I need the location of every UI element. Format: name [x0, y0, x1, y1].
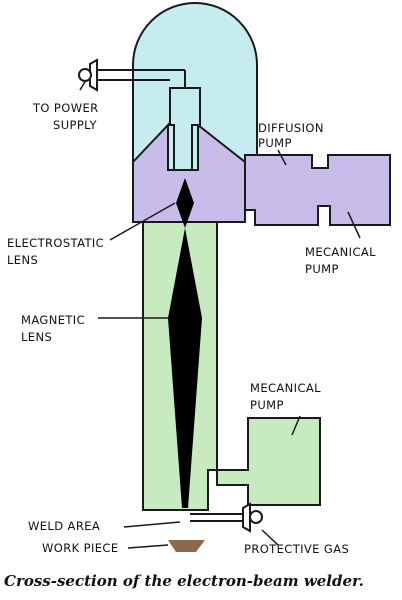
leader-work — [127, 544, 169, 549]
label-power-supply-line1: TO POWER — [33, 101, 99, 115]
label-protective-gas: PROTECTIVE GAS — [244, 542, 350, 556]
label-magnetic-lens-line2: LENS — [21, 330, 53, 344]
plug-icon — [242, 502, 263, 533]
label-electrostatic-lens-line1: ELECTROSTATIC — [7, 236, 105, 250]
label-power-supply-line2: SUPPLY — [53, 118, 97, 132]
label-diffusion-pump-line2: PUMP — [258, 136, 292, 150]
leader-electrostatic — [109, 202, 176, 241]
leader-power — [79, 79, 87, 91]
label-mecanical-pump-2-line2: PUMP — [250, 398, 284, 412]
leader-weld — [123, 521, 181, 528]
plug-icon — [78, 58, 98, 92]
cathode-stem — [169, 87, 201, 171]
label-electrostatic-lens-line2: LENS — [7, 253, 39, 267]
label-diffusion-pump-line1: DIFFUSION — [258, 121, 324, 135]
electron-beam — [168, 178, 202, 508]
leader-mecanical-2 — [291, 415, 301, 436]
label-work-piece: WORK PIECE — [42, 541, 119, 555]
label-mecanical-pump-2-line1: MECANICAL — [250, 381, 321, 395]
label-mecanical-pump-1-line1: MECANICAL — [305, 245, 376, 259]
leader-gas — [261, 529, 279, 546]
lower-pump — [216, 417, 321, 506]
diffusion-pump — [244, 154, 391, 226]
figure-caption: Cross-section of the electron-beam welde… — [4, 572, 364, 590]
leader-diffusion — [277, 149, 287, 166]
label-weld-area: WELD AREA — [28, 519, 101, 533]
label-mecanical-pump-1-line2: PUMP — [305, 262, 339, 276]
leader-mecanical-1 — [347, 211, 361, 239]
label-magnetic-lens-line1: MAGNETIC — [21, 313, 86, 327]
work-piece — [168, 540, 205, 552]
